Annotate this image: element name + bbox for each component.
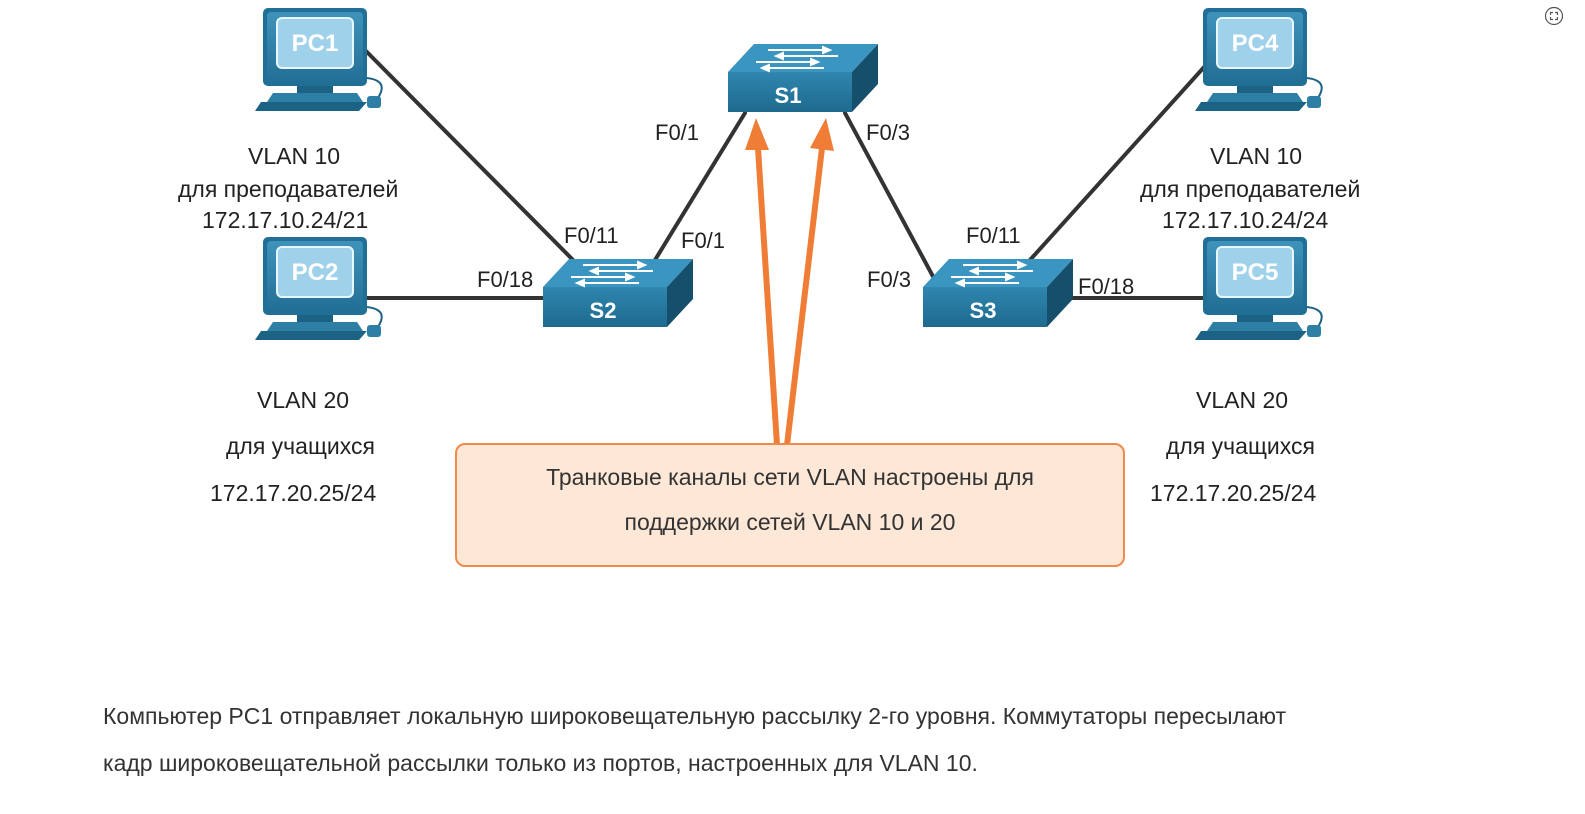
pc2-label: PC2 xyxy=(292,259,339,286)
link-s3-pc4 xyxy=(1028,53,1217,262)
right-vlan10-desc: для преподавателей xyxy=(1140,176,1361,202)
left-vlan10-desc: для преподавателей xyxy=(178,176,399,202)
s2-switch-icon[interactable]: S2 xyxy=(542,258,694,328)
right-vlan20-ip: 172.17.20.25/24 xyxy=(1150,480,1317,506)
orange-arrow-left xyxy=(745,118,780,446)
pc5-icon[interactable]: PC5 xyxy=(1194,236,1323,341)
link-s2-s1 xyxy=(653,111,747,262)
s1-switch-icon[interactable]: S1 xyxy=(727,43,879,113)
trunk-callout: Транковые каналы сети VLAN настроены для… xyxy=(455,443,1125,567)
expand-icon[interactable] xyxy=(1544,6,1564,26)
link-pc1-s2 xyxy=(358,43,577,264)
right-vlan20-label: VLAN 20 xyxy=(1196,387,1289,413)
left-vlan20-label: VLAN 20 xyxy=(257,387,350,413)
left-vlan20-ip: 172.17.20.25/24 xyxy=(210,480,377,506)
links xyxy=(358,43,1217,300)
right-vlan10-label: VLAN 10 xyxy=(1210,143,1303,169)
port-s1-f0-3: F0/3 xyxy=(866,120,911,145)
port-s3-f0-3: F0/3 xyxy=(867,267,912,292)
left-vlan10-ip: 172.17.10.24/21 xyxy=(202,207,369,233)
port-s3-f0-18: F0/18 xyxy=(1078,274,1135,299)
s3-switch-icon[interactable]: S3 xyxy=(922,258,1074,328)
trunk-arrows xyxy=(745,118,834,446)
port-s2-f0-11: F0/11 xyxy=(564,223,619,248)
link-s1-s3 xyxy=(843,111,938,284)
callout-line-1: Транковые каналы сети VLAN настроены для xyxy=(546,464,1034,490)
pc1-label: PC1 xyxy=(292,30,339,57)
orange-arrow-right xyxy=(784,118,834,446)
s3-label: S3 xyxy=(970,298,997,323)
s1-label: S1 xyxy=(775,83,802,108)
s2-label: S2 xyxy=(590,298,617,323)
callout-line-2: поддержки сетей VLAN 10 и 20 xyxy=(624,509,956,535)
pc2-icon[interactable]: PC2 xyxy=(254,236,383,341)
right-vlan10-ip: 172.17.10.24/24 xyxy=(1162,207,1329,233)
pc1-icon[interactable]: PC1 xyxy=(254,7,383,112)
caption-line-2: кадр широковещательной рассылки только и… xyxy=(103,750,978,776)
right-vlan20-desc: для учащихся xyxy=(1166,433,1315,459)
left-vlan20-desc: для учащихся xyxy=(226,433,375,459)
caption-line-1: Компьютер PC1 отправляет локальную широк… xyxy=(103,703,1287,729)
left-vlan10-label: VLAN 10 xyxy=(248,143,341,169)
port-s2-f0-1: F0/1 xyxy=(681,228,726,253)
port-s1-f0-1: F0/1 xyxy=(655,120,700,145)
pc4-label: PC4 xyxy=(1232,30,1279,57)
pc4-icon[interactable]: PC4 xyxy=(1194,7,1323,112)
port-s3-f0-11: F0/11 xyxy=(966,223,1021,248)
pc5-label: PC5 xyxy=(1232,259,1279,286)
port-s2-f0-18: F0/18 xyxy=(477,267,534,292)
